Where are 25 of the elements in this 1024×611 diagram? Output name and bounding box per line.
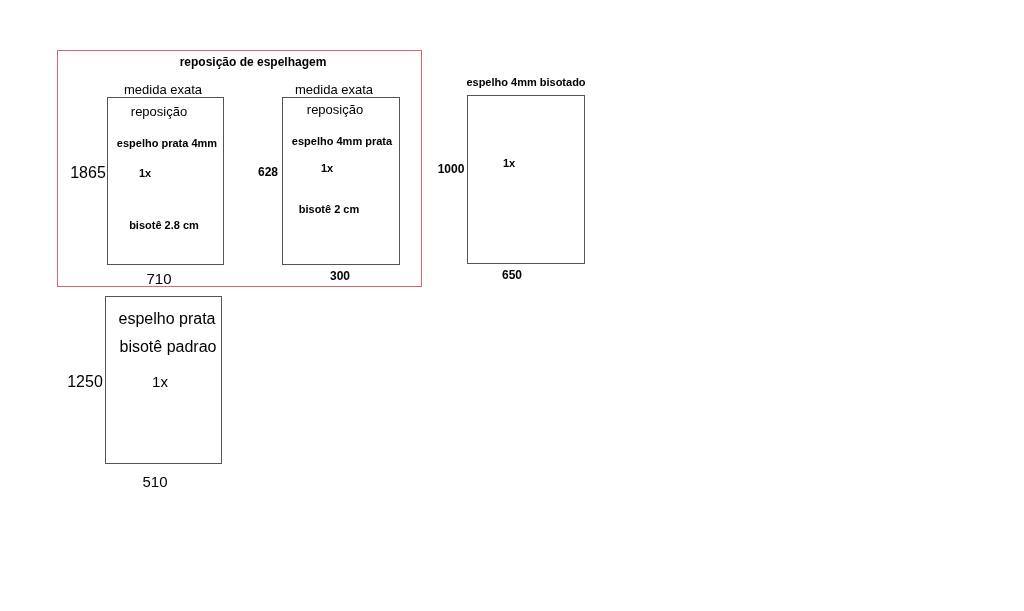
panel-text: reposição — [130, 104, 188, 120]
dimension-label: medida exata — [123, 82, 203, 98]
panel-text: bisotê 2.8 cm — [129, 218, 199, 232]
dimension-label: 628 — [258, 166, 278, 180]
dimension-label: 710 — [146, 270, 172, 288]
dimension-label: 510 — [142, 473, 168, 491]
panel-text: espelho prata — [118, 309, 216, 329]
heading: espelho 4mm bisotado — [466, 75, 586, 89]
panel-text: 1x — [502, 156, 516, 170]
panel-text: 1x — [138, 166, 152, 180]
dimension-label: 650 — [502, 269, 522, 283]
dimension-label: 1250 — [67, 372, 103, 392]
panel-text: bisotê 2 cm — [298, 202, 360, 216]
dimension-label: medida exata — [294, 82, 374, 98]
panel-text: 1x — [152, 373, 168, 391]
dimension-label: 300 — [330, 270, 350, 284]
group-frame — [57, 50, 422, 287]
dimension-label: 1000 — [437, 163, 465, 177]
panel-text: 1x — [320, 161, 334, 175]
panel-text: bisotê padrao — [119, 337, 217, 357]
dimension-label: 1865 — [70, 163, 106, 183]
panel-text: espelho 4mm prata — [291, 134, 393, 148]
heading: reposição de espelhagem — [179, 56, 327, 70]
panel-text: espelho prata 4mm — [116, 136, 218, 150]
panel-text: reposição — [306, 102, 364, 118]
